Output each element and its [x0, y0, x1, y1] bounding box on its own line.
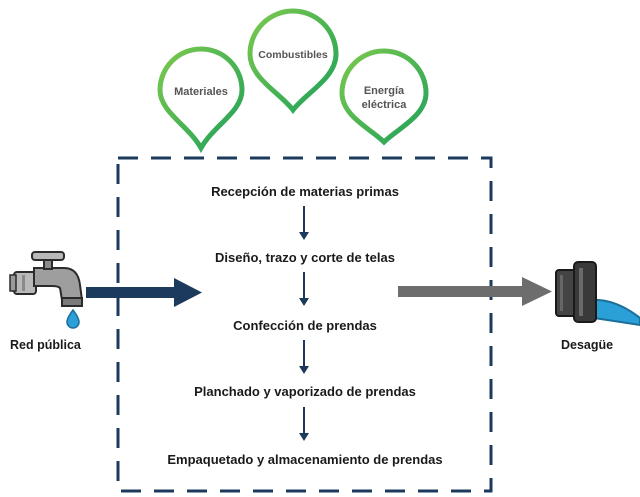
input-pin-materiales: Materiales: [157, 46, 245, 154]
input-pin-energia-electrica: Energía eléctrica: [339, 48, 429, 146]
input-pin-label: Materiales: [174, 86, 228, 98]
input-pin-combustibles: Combustibles: [247, 8, 339, 115]
input-pin-label: Combustibles: [258, 49, 328, 61]
outflow-arrow: [398, 277, 552, 306]
process-step-diseno: Diseño, trazo y corte de telas: [215, 250, 395, 265]
water-tap-icon: [9, 251, 84, 329]
inflow-arrow: [86, 278, 202, 307]
sink-label: Desagüe: [561, 338, 614, 352]
input-pin-label: Energía: [364, 85, 405, 97]
process-step-confeccion: Confección de prendas: [233, 318, 377, 333]
process-step-planchado: Planchado y vaporizado de prendas: [194, 384, 416, 399]
step-connectors: [299, 206, 309, 441]
process-boundary: [116, 156, 493, 493]
source-label: Red pública: [10, 338, 81, 352]
process-step-recepcion: Recepción de materias primas: [211, 184, 399, 199]
process-step-empaquetado: Empaquetado y almacenamiento de prendas: [167, 452, 443, 467]
input-pin-label: eléctrica: [362, 99, 408, 111]
drain-pipe-icon: [555, 261, 640, 327]
